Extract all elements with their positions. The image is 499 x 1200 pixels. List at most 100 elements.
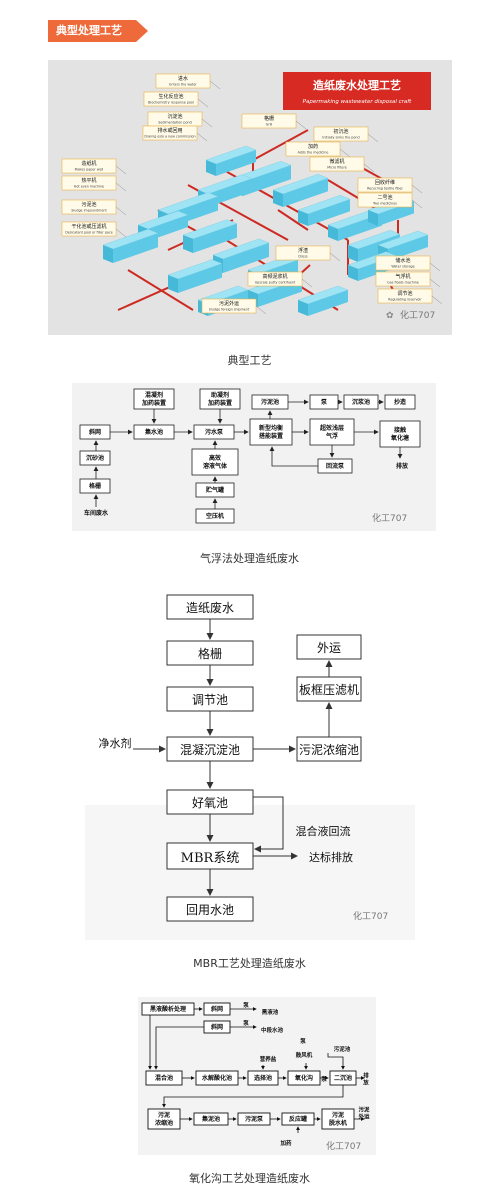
fig4-label: 鼓风机 <box>296 1051 313 1059</box>
svg-text:脱水机: 脱水机 <box>329 1119 347 1127</box>
fig1-label-cn: 浮渣 <box>298 247 308 254</box>
caption-oxidation-ditch: 氧化沟工艺处理造纸废水 <box>189 1172 310 1185</box>
fig1-label-cn: 二号池 <box>377 194 392 201</box>
fig2-node: 集水池 <box>133 424 175 440</box>
fig2-node: 斜网 <box>79 424 111 440</box>
fig4-label: 加药 <box>279 1139 292 1147</box>
fig3-box-label: 造纸废水 <box>186 600 234 615</box>
fig1-label-en: Makes paper well <box>75 168 104 172</box>
fig1-label-en: Upscale putty centifuent <box>255 281 296 285</box>
fig2-node: 格栅 <box>79 478 111 494</box>
fig1-label-cn: 进水 <box>178 75 188 82</box>
fig2-node: 回流泵 <box>317 458 353 474</box>
fig3-box-label: 格栅 <box>198 646 222 661</box>
svg-text:反应罐: 反应罐 <box>289 1115 307 1123</box>
fig1-tanks <box>102 145 429 316</box>
fig4-box: 水解酸化池 <box>195 1070 239 1086</box>
fig1-label-cn: 气浮机 <box>395 273 410 280</box>
svg-text:污泥: 污泥 <box>358 1105 370 1113</box>
svg-text:中段水池: 中段水池 <box>261 1026 284 1034</box>
svg-text:沉浆池: 沉浆池 <box>352 398 370 406</box>
tank <box>297 195 351 226</box>
svg-text:斜网: 斜网 <box>210 1023 223 1031</box>
fig1-label-en: Grill <box>266 123 273 127</box>
tank <box>102 229 159 263</box>
svg-text:排放: 排放 <box>396 462 409 470</box>
fig1-label-cn: 排水或回用 <box>157 127 182 134</box>
fig1-label-cn: 微滤机 <box>329 158 344 165</box>
fig1-label-en: Sedimentation pond <box>158 121 191 125</box>
figure-mbr: 造纸废水格栅调节池混凝沉淀池好氧池MBR系统回用水池外运板框压滤机污泥浓缩池净水… <box>85 594 415 940</box>
fig1-title-cn: 造纸废水处理工艺 <box>313 78 401 92</box>
section-tag: 典型处理工艺 <box>48 20 148 42</box>
svg-text:高效: 高效 <box>209 454 221 462</box>
fig4-label: 营养盐 <box>260 1055 277 1063</box>
figure-oxidation-ditch: 黑液酸析处理斜网斜网混合池水解酸化池选择池氧化沟二沉池污泥浓缩池集泥池污泥泵反应… <box>138 997 376 1155</box>
svg-text:污泥池: 污泥池 <box>334 1045 351 1053</box>
fig1-label-en: Adds the medicine <box>298 151 329 155</box>
fig1-label-cn: 热平机 <box>81 177 96 184</box>
fig1-label-cn: 污泥外运 <box>219 300 239 307</box>
svg-text:黑液池: 黑液池 <box>262 1008 279 1016</box>
figure-typical-process: 造纸废水处理工艺 Papermaking wastewater disposal… <box>48 60 452 335</box>
fig3-box-label: 外运 <box>317 641 341 655</box>
svg-text:溶液气体: 溶液气体 <box>203 462 228 470</box>
fig3-box-label: 调节池 <box>192 693 228 707</box>
caption-air-flotation: 气浮法处理造纸废水 <box>200 552 299 565</box>
fig1-title-en: Papermaking wastewater disposal craft <box>303 99 413 105</box>
fig3-box: 调节池 <box>166 686 254 712</box>
fig4-box: 选择池 <box>247 1070 279 1086</box>
svg-text:搭能装置: 搭能装置 <box>259 432 283 440</box>
fig3-box-label: 好氧池 <box>192 796 228 810</box>
fig4-box: 黑液酸析处理 <box>141 1002 195 1016</box>
fig2-node: 空压机 <box>195 508 235 524</box>
fig1-label-cn: 回收纤维 <box>375 179 395 186</box>
fig2-watermark: 化工707 <box>372 512 407 524</box>
fig1-label-en: Micro filtere <box>327 166 347 170</box>
tank <box>297 285 349 316</box>
fig1-label-en: Two medicines <box>372 202 397 206</box>
svg-text:加药装置: 加药装置 <box>141 399 166 407</box>
fig4-box: 二沉池 <box>329 1070 357 1086</box>
fig1-label-en: Regulating reservoir <box>388 298 422 302</box>
fig4-box: 集泥池 <box>193 1112 229 1126</box>
fig2-node: 车间废水 <box>84 509 109 517</box>
fig1-label-cn: 造纸机 <box>81 160 96 167</box>
fig3-box: 混凝沉淀池 <box>166 736 254 762</box>
caption-mbr: MBR工艺处理造纸废水 <box>193 957 306 970</box>
fig3-box: 外运 <box>296 634 362 660</box>
svg-text:新型均衡: 新型均衡 <box>259 424 283 432</box>
fig2-node: 贮气罐 <box>195 482 235 498</box>
svg-text:气浮: 气浮 <box>325 432 338 440</box>
fig1-label-en: Hot even machine <box>74 185 104 189</box>
wechat-icon: ✿ <box>386 311 394 321</box>
fig3-box-label: MBR系统 <box>181 851 240 866</box>
svg-text:回流泵: 回流泵 <box>326 462 345 470</box>
fig4-label: 中段水池 <box>261 1026 284 1034</box>
tank <box>182 219 238 253</box>
fig1-label-en: Enters the water <box>169 83 197 87</box>
svg-text:助凝剂: 助凝剂 <box>211 391 229 399</box>
fig1-label-en: Sludge impoundment <box>71 209 107 213</box>
fig4-box: 氧化沟 <box>287 1070 321 1086</box>
fig4-label: 排放 <box>362 1071 369 1086</box>
fig2-node: 泵 <box>309 394 339 410</box>
fig1-label-en: Water storage <box>391 265 414 269</box>
svg-text:沉砂池: 沉砂池 <box>86 454 104 462</box>
fig3-box-label: 污泥浓缩池 <box>299 742 359 757</box>
svg-text:超效浅层: 超效浅层 <box>319 424 344 432</box>
svg-text:污泥: 污泥 <box>332 1111 344 1119</box>
svg-text:贮气罐: 贮气罐 <box>205 486 224 494</box>
svg-text:泵: 泵 <box>243 1019 249 1027</box>
svg-text:氧化塘: 氧化塘 <box>390 434 409 442</box>
svg-text:加药: 加药 <box>279 1139 292 1147</box>
